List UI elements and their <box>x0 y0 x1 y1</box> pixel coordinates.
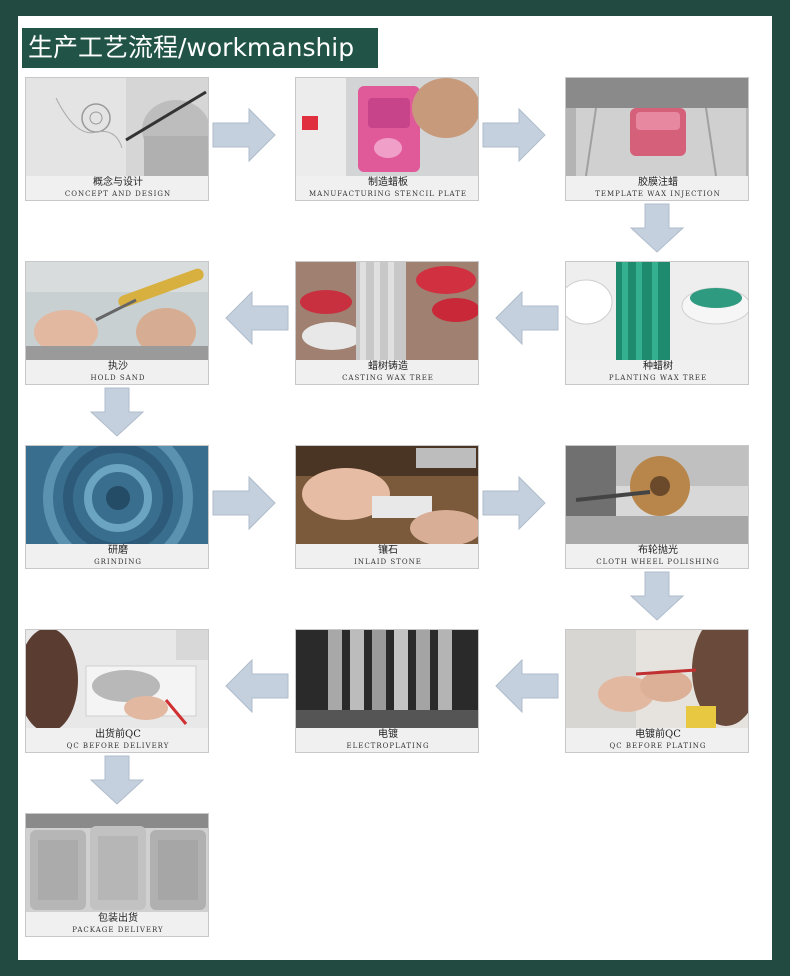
step-card-cloth-wheel-polishing: 布轮抛光 CLOTH WHEEL POLISHING <box>565 445 749 569</box>
arrow-left-icon <box>225 658 289 714</box>
step-title-en: CASTING WAX TREE <box>342 374 434 382</box>
step-caption: 出货前QC QC BEFORE DELIVERY <box>26 728 208 752</box>
step-title-en: ELECTROPLATING <box>346 742 430 750</box>
arrow-down-icon <box>629 571 685 621</box>
step-photo-planting-wax-tree <box>566 262 748 360</box>
step-title-cn: 电镀前QC <box>635 729 681 740</box>
step-photo-electroplating <box>296 630 478 728</box>
step-title-cn: 蜡树铸造 <box>368 361 408 372</box>
step-title-en: MANUFACTURING STENCIL PLATE <box>309 190 467 198</box>
step-caption: 制造蜡板 MANUFACTURING STENCIL PLATE <box>296 176 478 200</box>
arrow-right-icon <box>482 107 546 163</box>
step-title-en: HOLD SAND <box>90 374 146 382</box>
step-title-en: TEMPLATE WAX INJECTION <box>595 190 721 198</box>
step-card-electroplating: 电镀 ELECTROPLATING <box>295 629 479 753</box>
arrow-left-icon <box>225 290 289 346</box>
step-title-en: PLANTING WAX TREE <box>608 374 708 382</box>
step-caption: 电镀 ELECTROPLATING <box>296 728 478 752</box>
step-photo-stencil-plate <box>296 78 478 176</box>
step-caption: 胶膜注蜡 TEMPLATE WAX INJECTION <box>566 176 748 200</box>
arrow-down-icon <box>89 755 145 805</box>
step-title-cn: 种蜡树 <box>643 361 673 372</box>
step-title-cn: 研磨 <box>108 545 128 556</box>
step-photo-package-delivery <box>26 814 208 912</box>
step-card-inlaid-stone: 镶石 INLAID STONE <box>295 445 479 569</box>
step-photo-inlaid-stone <box>296 446 478 544</box>
arrow-right-icon <box>482 475 546 531</box>
step-photo-wax-injection <box>566 78 748 176</box>
step-caption: 蜡树铸造 CASTING WAX TREE <box>296 360 478 384</box>
step-title-en: PACKAGE DELIVERY <box>72 926 164 934</box>
step-title-en: CONCEPT AND DESIGN <box>64 190 172 198</box>
step-caption: 镶石 INLAID STONE <box>296 544 478 568</box>
step-card-qc-before-plating: 电镀前QC QC BEFORE PLATING <box>565 629 749 753</box>
step-photo-casting-wax-tree <box>296 262 478 360</box>
step-card-planting-wax-tree: 种蜡树 PLANTING WAX TREE <box>565 261 749 385</box>
step-title-en: QC BEFORE PLATING <box>609 742 707 750</box>
step-caption: 布轮抛光 CLOTH WHEEL POLISHING <box>566 544 748 568</box>
step-caption: 包装出货 PACKAGE DELIVERY <box>26 912 208 936</box>
step-card-package-delivery: 包装出货 PACKAGE DELIVERY <box>25 813 209 937</box>
step-card-wax-injection: 胶膜注蜡 TEMPLATE WAX INJECTION <box>565 77 749 201</box>
step-title-cn: 胶膜注蜡 <box>638 177 678 188</box>
step-title-cn: 制造蜡板 <box>368 177 408 188</box>
step-title-en: QC BEFORE DELIVERY <box>66 742 170 750</box>
step-photo-grinding <box>26 446 208 544</box>
step-title-cn: 布轮抛光 <box>638 545 678 556</box>
arrow-left-icon <box>495 290 559 346</box>
step-photo-qc-before-plating <box>566 630 748 728</box>
step-card-grinding: 研磨 GRINDING <box>25 445 209 569</box>
step-card-qc-before-delivery: 出货前QC QC BEFORE DELIVERY <box>25 629 209 753</box>
arrow-down-icon <box>89 387 145 437</box>
step-caption: 执沙 HOLD SAND <box>26 360 208 384</box>
step-caption: 概念与设计 CONCEPT AND DESIGN <box>26 176 208 200</box>
step-photo-qc-before-delivery <box>26 630 208 728</box>
step-title-cn: 包装出货 <box>98 913 138 924</box>
step-title-en: CLOTH WHEEL POLISHING <box>596 558 720 566</box>
step-title-en: INLAID STONE <box>354 558 422 566</box>
step-caption: 种蜡树 PLANTING WAX TREE <box>566 360 748 384</box>
step-title-en: GRINDING <box>94 558 142 566</box>
step-photo-hold-sand <box>26 262 208 360</box>
step-title-cn: 电镀 <box>378 729 398 740</box>
step-card-hold-sand: 执沙 HOLD SAND <box>25 261 209 385</box>
step-card-concept-design: 概念与设计 CONCEPT AND DESIGN <box>25 77 209 201</box>
step-title-cn: 出货前QC <box>95 729 141 740</box>
step-photo-concept-design <box>26 78 208 176</box>
arrow-down-icon <box>629 203 685 253</box>
step-caption: 研磨 GRINDING <box>26 544 208 568</box>
arrow-right-icon <box>212 107 276 163</box>
step-card-stencil-plate: 制造蜡板 MANUFACTURING STENCIL PLATE <box>295 77 479 201</box>
step-card-casting-wax-tree: 蜡树铸造 CASTING WAX TREE <box>295 261 479 385</box>
arrow-right-icon <box>212 475 276 531</box>
step-title-cn: 镶石 <box>378 545 398 556</box>
page-title: 生产工艺流程/workmanship <box>22 28 378 68</box>
arrow-left-icon <box>495 658 559 714</box>
step-photo-cloth-wheel-polishing <box>566 446 748 544</box>
step-caption: 电镀前QC QC BEFORE PLATING <box>566 728 748 752</box>
step-title-cn: 执沙 <box>108 361 128 372</box>
step-title-cn: 概念与设计 <box>93 177 143 188</box>
